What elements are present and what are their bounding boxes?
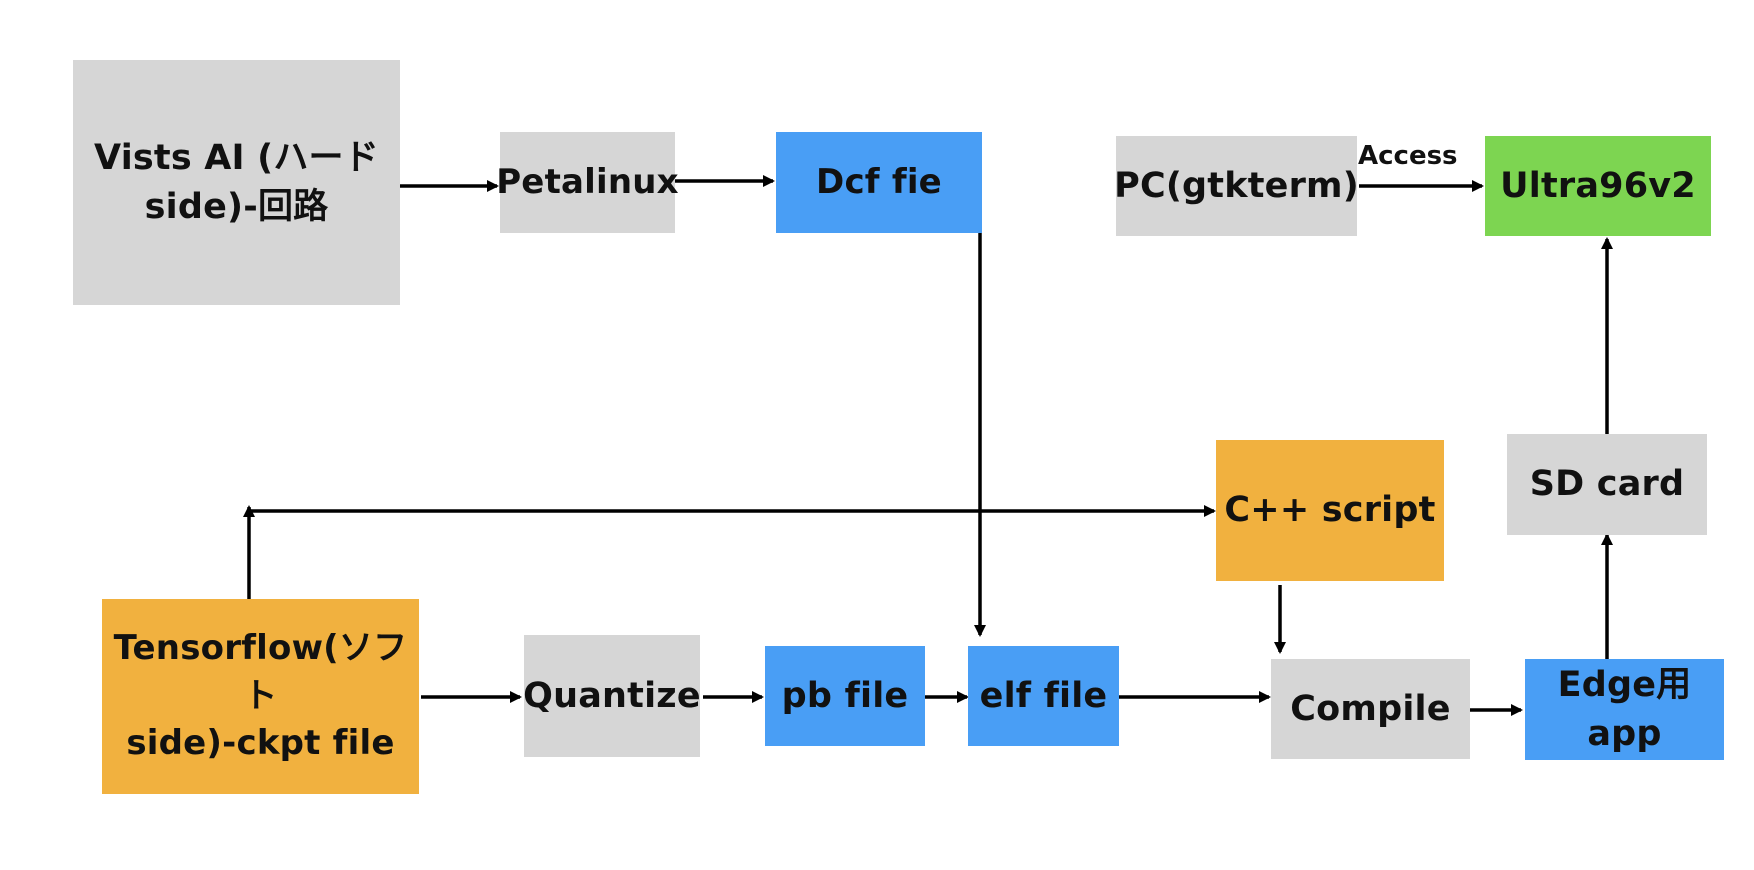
node-petalinux-label: Petalinux [496,161,679,202]
node-pc-gtkterm: PC(gtkterm) [1114,136,1359,236]
node-compile-label: Compile [1290,688,1451,729]
node-edge-app-label: Edge用app [1557,664,1692,754]
node-dcf-file-label: Dcf fie [816,161,942,202]
node-dcf-file: Dcf fie [776,132,982,233]
node-vitis-ai: Vists AI (ハード side)-回路 [73,60,400,305]
node-tensorflow-label: Tensorflow(ソフト side)-ckpt file [113,628,408,764]
node-sd-card: SD card [1507,434,1707,535]
node-pc-gtkterm-label: PC(gtkterm) [1114,165,1359,206]
node-edge-app: Edge用app [1525,659,1724,760]
node-sd-card-label: SD card [1529,464,1685,504]
node-petalinux: Petalinux [496,132,679,233]
node-ultra96v2-label: Ultra96v2 [1500,165,1696,206]
node-pb-file: pb file [765,646,925,746]
node-vitis-ai-label: Vists AI (ハード side)-回路 [94,137,379,227]
node-elf-file-label: elf file [979,675,1108,716]
node-quantize-label: Quantize [523,675,701,716]
node-tensorflow: Tensorflow(ソフト side)-ckpt file [102,599,419,794]
node-elf-file: elf file [968,646,1119,746]
node-cpp-script-label: C++ script [1224,490,1436,530]
node-ultra96v2: Ultra96v2 [1485,136,1711,236]
node-pb-file-label: pb file [781,675,909,716]
edge-label-access: Access [1358,141,1458,171]
node-quantize: Quantize [523,635,701,757]
node-compile: Compile [1271,659,1470,759]
node-cpp-script: C++ script [1216,440,1444,581]
